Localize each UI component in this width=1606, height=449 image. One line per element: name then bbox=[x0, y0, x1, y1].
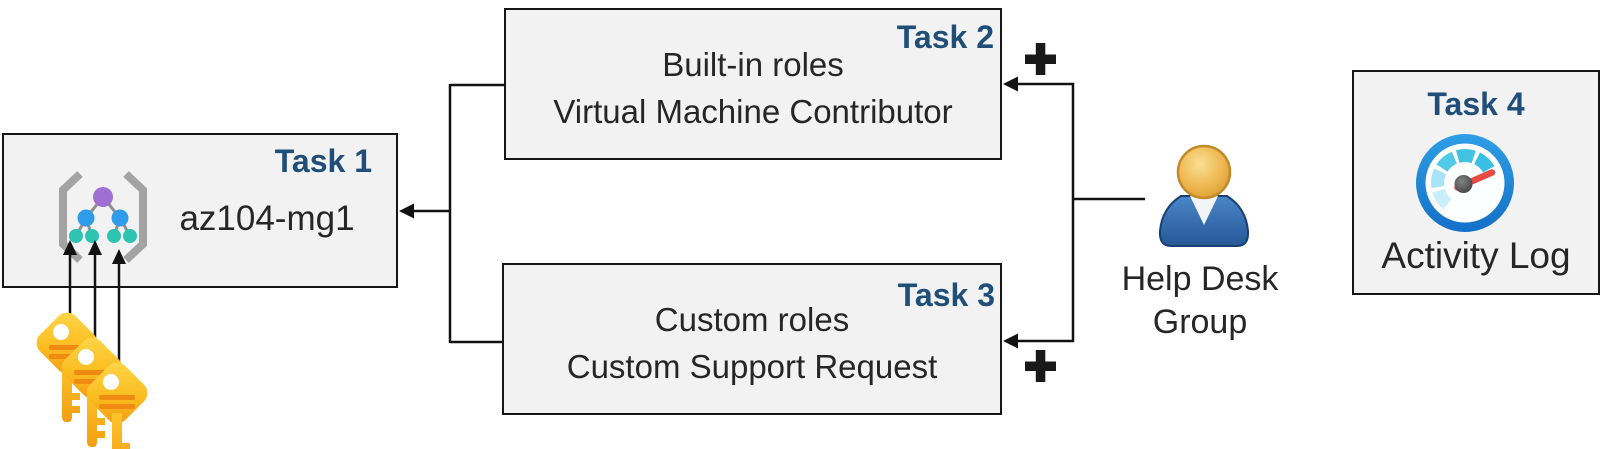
task3-line2: Custom Support Request bbox=[566, 348, 938, 385]
task3-box: Task 3 Custom roles Custom Support Reque… bbox=[502, 263, 1002, 415]
help-desk-group-caption: Help Desk Group bbox=[1090, 258, 1310, 344]
mg-root-node bbox=[93, 187, 113, 207]
task2-line2: Virtual Machine Contributor bbox=[553, 93, 953, 130]
key-icon bbox=[31, 307, 103, 422]
arrowhead-to-task1 bbox=[399, 203, 414, 219]
task1-box: Task 1 az104-mg1 bbox=[2, 133, 398, 288]
task1-label: Task 1 bbox=[274, 143, 372, 179]
plus-icon bbox=[1025, 350, 1056, 382]
task4-label: Task 4 bbox=[1427, 86, 1525, 122]
gauge-icon bbox=[1413, 131, 1517, 235]
task2-text: Built-in roles Virtual Machine Contribut… bbox=[506, 10, 1000, 158]
task1-resource-name: az104-mg1 bbox=[179, 199, 355, 238]
group-caption-line1: Help Desk bbox=[1121, 260, 1279, 298]
key-icon bbox=[56, 332, 128, 447]
task3-line1: Custom roles bbox=[654, 301, 850, 338]
arrowhead-to-task3 bbox=[1003, 333, 1018, 349]
user-head bbox=[1176, 144, 1232, 200]
gauge-segments bbox=[1431, 149, 1495, 210]
arrowhead-to-task2 bbox=[1003, 76, 1018, 92]
task4-caption: Activity Log bbox=[1381, 235, 1571, 276]
task3-label: Task 3 bbox=[897, 277, 995, 313]
group-caption-line2: Group bbox=[1152, 303, 1248, 341]
mg-left-bracket bbox=[59, 171, 83, 263]
mg-right-bracket bbox=[123, 171, 147, 263]
connector-left bbox=[399, 83, 506, 344]
task3-text: Custom roles Custom Support Request bbox=[504, 265, 1000, 413]
task2-label: Task 2 bbox=[896, 19, 994, 55]
gauge-hub bbox=[1454, 175, 1473, 193]
plus-icon bbox=[1025, 43, 1056, 75]
user-icon bbox=[1150, 133, 1254, 251]
key-icon bbox=[81, 357, 153, 449]
task2-box: Task 2 Built-in roles Virtual Machine Co… bbox=[504, 8, 1002, 160]
task4-box: Task 4 bbox=[1352, 70, 1600, 295]
management-group-icon bbox=[53, 168, 153, 264]
task2-line1: Built-in roles bbox=[662, 46, 844, 83]
user-collar bbox=[1190, 196, 1218, 225]
